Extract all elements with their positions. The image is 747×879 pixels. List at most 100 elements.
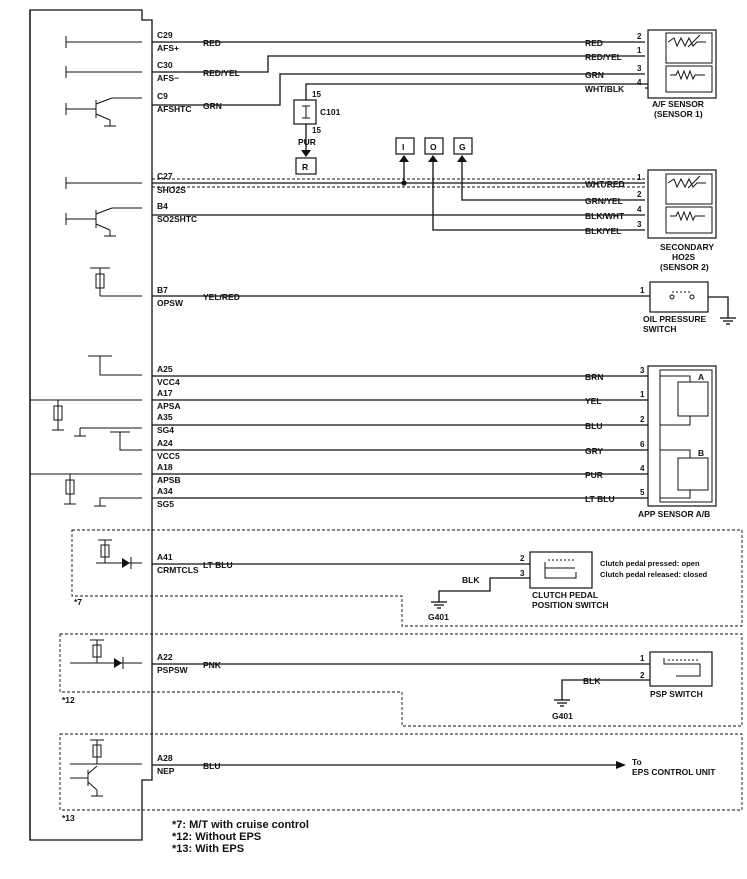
pin-b7: B7 (157, 285, 168, 295)
eps-unit: EPS CONTROL UNIT (632, 767, 716, 777)
clutch-note-2: Clutch pedal released: closed (600, 570, 708, 579)
pin-a28: A28 (157, 753, 173, 763)
pin-a41: A41 (157, 552, 173, 562)
psp-switch-box (649, 651, 713, 687)
sig-sg4: SG4 (157, 425, 174, 435)
tp-g-label: G (459, 142, 466, 152)
c101-pin-top: 15 (312, 90, 321, 99)
tp-o-arrow-icon (428, 155, 438, 162)
dest-blk-yel: BLK/YEL (585, 226, 621, 236)
eps-arrow-icon (616, 761, 626, 769)
dest-lt-blu: LT BLU (585, 494, 615, 504)
psp-gnd-wire: BLK (583, 676, 601, 686)
pin-c29: C29 (157, 30, 173, 40)
pin-b4: B4 (157, 201, 168, 211)
c101-body (293, 99, 317, 125)
test-point-g (453, 137, 473, 155)
af-pin-2: 2 (637, 32, 642, 41)
ho2s-pin-2: 2 (637, 190, 642, 199)
clutch-label-2: POSITION SWITCH (532, 600, 609, 610)
wire-grn: GRN (203, 101, 222, 111)
sig-sho2s: SHO2S (157, 185, 186, 195)
pin-c30: C30 (157, 60, 173, 70)
af-sensor-box (647, 29, 717, 99)
sig-afs-plus: AFS+ (157, 43, 179, 53)
pin-a17: A17 (157, 388, 173, 398)
tp-g-arrow-icon (457, 155, 467, 162)
dest-red: RED (585, 38, 603, 48)
sig-so2shtc: SO2SHTC (157, 214, 197, 224)
ho2s-pin-1: 1 (637, 173, 642, 182)
wire-lt-blu: LT BLU (203, 560, 233, 570)
sig-vcc5: VCC5 (157, 451, 180, 461)
tp-i-arrow-icon (399, 155, 409, 162)
wire-red-yel: RED/YEL (203, 68, 240, 78)
clutch-note-1: Clutch pedal pressed: open (600, 559, 700, 568)
clutch-label-1: CLUTCH PEDAL (532, 590, 598, 600)
sig-opsw: OPSW (157, 298, 184, 308)
sig-vcc4: VCC4 (157, 377, 180, 387)
marker-12: *12 (62, 695, 75, 705)
clutch-pin-3: 3 (520, 569, 525, 578)
clutch-section: *7 A41 CRMTCLS LT BLU 2 3 BLK G401 CLUTC… (71, 529, 743, 627)
af-sensor-label: A/F SENSOR (652, 99, 704, 109)
oil-switch-label-1: OIL PRESSURE (643, 314, 706, 324)
dest-brn: BRN (585, 372, 603, 382)
sig-sg5: SG5 (157, 499, 174, 509)
wire-yel-red: YEL/RED (203, 292, 240, 302)
app-pin-1: 1 (640, 390, 645, 399)
psp-gnd-label: G401 (552, 711, 573, 721)
sig-apsb: APSB (157, 475, 181, 485)
ref-r-box (295, 157, 317, 175)
dest-blk-wht: BLK/WHT (585, 211, 625, 221)
app-pin-2: 2 (640, 415, 645, 424)
pin-a18: A18 (157, 462, 173, 472)
ho2s-section: C27 SHO2S B4 SO2SHTC I O G WHT/RED GRN/Y… (65, 137, 717, 272)
ho2s-label-1: SECONDARY (660, 242, 714, 252)
ho2s-pin-4: 4 (637, 205, 642, 214)
psp-switch-label: PSP SWITCH (650, 689, 703, 699)
psp-pin-2: 2 (640, 671, 645, 680)
dest-gry: GRY (585, 446, 603, 456)
dest-yel: YEL (585, 396, 602, 406)
app-sensor-label: APP SENSOR A/B (638, 509, 710, 519)
ho2s-label-3: (SENSOR 2) (660, 262, 709, 272)
psp-diode-icon (114, 658, 122, 668)
marker-7: *7 (74, 597, 82, 607)
clutch-diode-icon (122, 558, 130, 568)
app-sensor-box (647, 365, 717, 507)
clutch-switch-box (529, 551, 593, 589)
af-heater-element (665, 65, 713, 93)
dest-pur: PUR (585, 470, 603, 480)
c101-connector: 15 C101 15 PUR R (293, 90, 341, 175)
af-sensor-section: C29 AFS+ C30 AFS− C9 AFSHTC RED RED/YEL … (65, 29, 717, 127)
app-pin-6: 6 (640, 440, 645, 449)
marker-13: *13 (62, 813, 75, 823)
tp-i-label: I (402, 142, 404, 152)
sig-nep: NEP (157, 766, 175, 776)
sig-afs-minus: AFS− (157, 73, 179, 83)
wire-red: RED (203, 38, 221, 48)
sig-pspsw: PSPSW (157, 665, 189, 675)
eps-to: To (632, 757, 642, 767)
af-pin-4: 4 (637, 78, 642, 87)
pin-a25: A25 (157, 364, 173, 374)
test-point-i (395, 137, 415, 155)
af-pin-1: 1 (637, 46, 642, 55)
dest-grn-yel: GRN/YEL (585, 196, 623, 206)
oil-switch-box (649, 281, 709, 313)
clutch-gnd-label: G401 (428, 612, 449, 622)
sig-afshtc: AFSHTC (157, 104, 191, 114)
dest-red-yel: RED/YEL (585, 52, 622, 62)
ecm-outline (29, 9, 153, 841)
pin-a35: A35 (157, 412, 173, 422)
af-pin-3: 3 (637, 64, 642, 73)
app-pin-5: 5 (640, 488, 645, 497)
ho2s-label-2: HO2S (672, 252, 695, 262)
psp-section: *12 A22 PSPSW PNK 1 2 BLK G401 PSP SWITC… (59, 633, 743, 727)
footnote-7: *7: M/T with cruise control (172, 819, 309, 831)
app-pin-3: 3 (640, 366, 645, 375)
app-sub-b-box (677, 457, 709, 491)
pin-a22: A22 (157, 652, 173, 662)
